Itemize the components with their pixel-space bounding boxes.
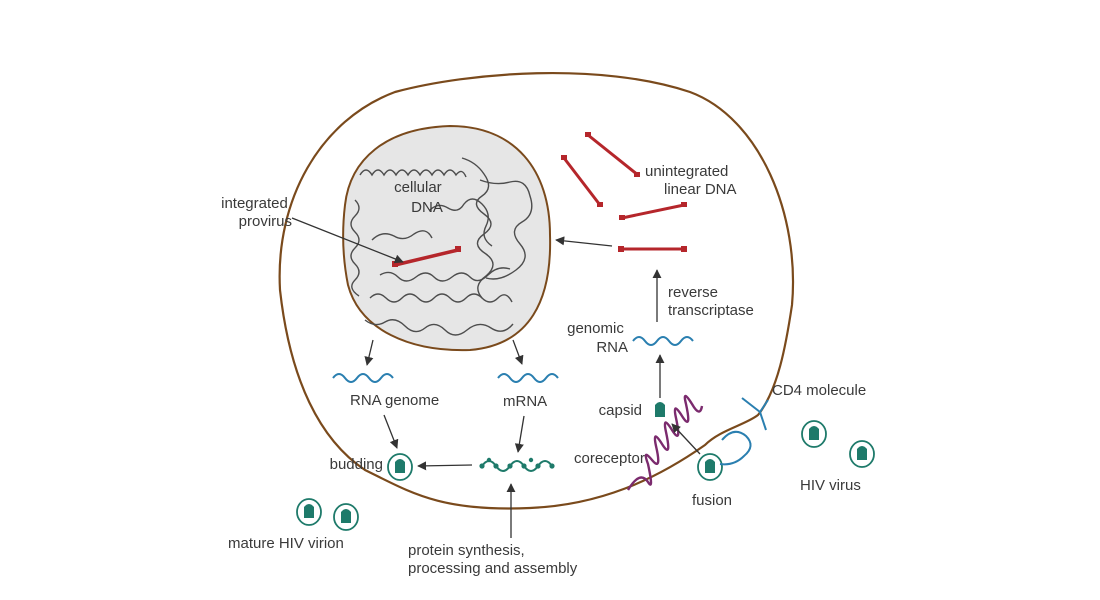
linear-dna-segment-1	[587, 133, 639, 177]
linear-dna-segment-3	[621, 203, 685, 220]
provirus-end-right	[455, 246, 461, 252]
unintegrated-linear-dna-segments	[562, 133, 685, 251]
label-mature-hiv-virion: mature HIV virion	[228, 535, 344, 552]
label-cd4-molecule: CD4 molecule	[772, 382, 866, 399]
integrated-provirus-dna	[394, 248, 459, 267]
label-reverse-transcriptase: reverse transcriptase	[668, 284, 754, 319]
arrow-dna-to-nucleus	[555, 236, 613, 247]
nucleus	[342, 124, 552, 352]
arrow-rna-genome-to-budding	[383, 414, 399, 449]
arrow-nucleus-to-rna-genome	[364, 339, 374, 366]
protein-synthesis-wave	[479, 457, 555, 472]
arrow-protein-to-budding	[417, 461, 473, 471]
label-cellular-dna: cellular DNA	[394, 179, 446, 216]
arrow-provirus-label	[291, 217, 404, 264]
label-hiv-virus: HIV virus	[800, 477, 861, 494]
rna-genome-wave	[332, 373, 394, 383]
hiv-virus-particle	[849, 440, 875, 468]
cellular-dna-chromatin	[350, 157, 533, 336]
linear-dna-end	[618, 246, 624, 252]
linear-dna-end	[597, 202, 603, 207]
provirus-end-left	[392, 261, 398, 267]
mature-hiv-virion	[296, 498, 322, 526]
budding-virion	[387, 453, 413, 481]
genomic-rna-wave	[632, 336, 694, 346]
fusion-virion	[697, 453, 723, 481]
mature-hiv-virion	[333, 503, 359, 531]
linear-dna-end	[634, 172, 640, 177]
arrow-nucleus-to-mrna	[512, 339, 524, 365]
linear-dna-end	[681, 246, 687, 252]
linear-dna-end	[561, 155, 567, 160]
label-unintegrated-linear-dna: unintegrated linear DNA	[645, 163, 737, 198]
linear-dna-end	[619, 215, 625, 220]
label-coreceptor: coreceptor	[574, 450, 645, 467]
arrows	[291, 217, 701, 538]
label-rna-genome: RNA genome	[350, 392, 439, 409]
cell-membrane	[278, 71, 795, 510]
label-mrna: mRNA	[503, 393, 547, 410]
label-capsid: capsid	[599, 402, 642, 419]
label-fusion: fusion	[692, 492, 732, 509]
arrow-mrna-to-protein	[514, 415, 525, 453]
cd4-molecule-receptor	[741, 397, 769, 431]
coreceptor-coil	[626, 394, 704, 491]
label-genomic-rna: genomic RNA	[567, 320, 628, 356]
linear-dna-end	[681, 202, 687, 207]
arrow-fusion-to-capsid	[671, 423, 701, 455]
label-integrated-provirus: integrated provirus	[221, 195, 292, 230]
label-budding: budding	[330, 456, 383, 473]
hiv-virus-particle	[801, 420, 827, 448]
linear-dna-segment-2	[562, 157, 602, 206]
cd4-molecule-bound	[719, 430, 752, 466]
label-protein-synthesis: protein synthesis, processing and assemb…	[408, 542, 578, 577]
linear-dna-end	[585, 132, 591, 137]
mrna-wave	[497, 373, 559, 383]
capsid-icon	[655, 402, 665, 417]
